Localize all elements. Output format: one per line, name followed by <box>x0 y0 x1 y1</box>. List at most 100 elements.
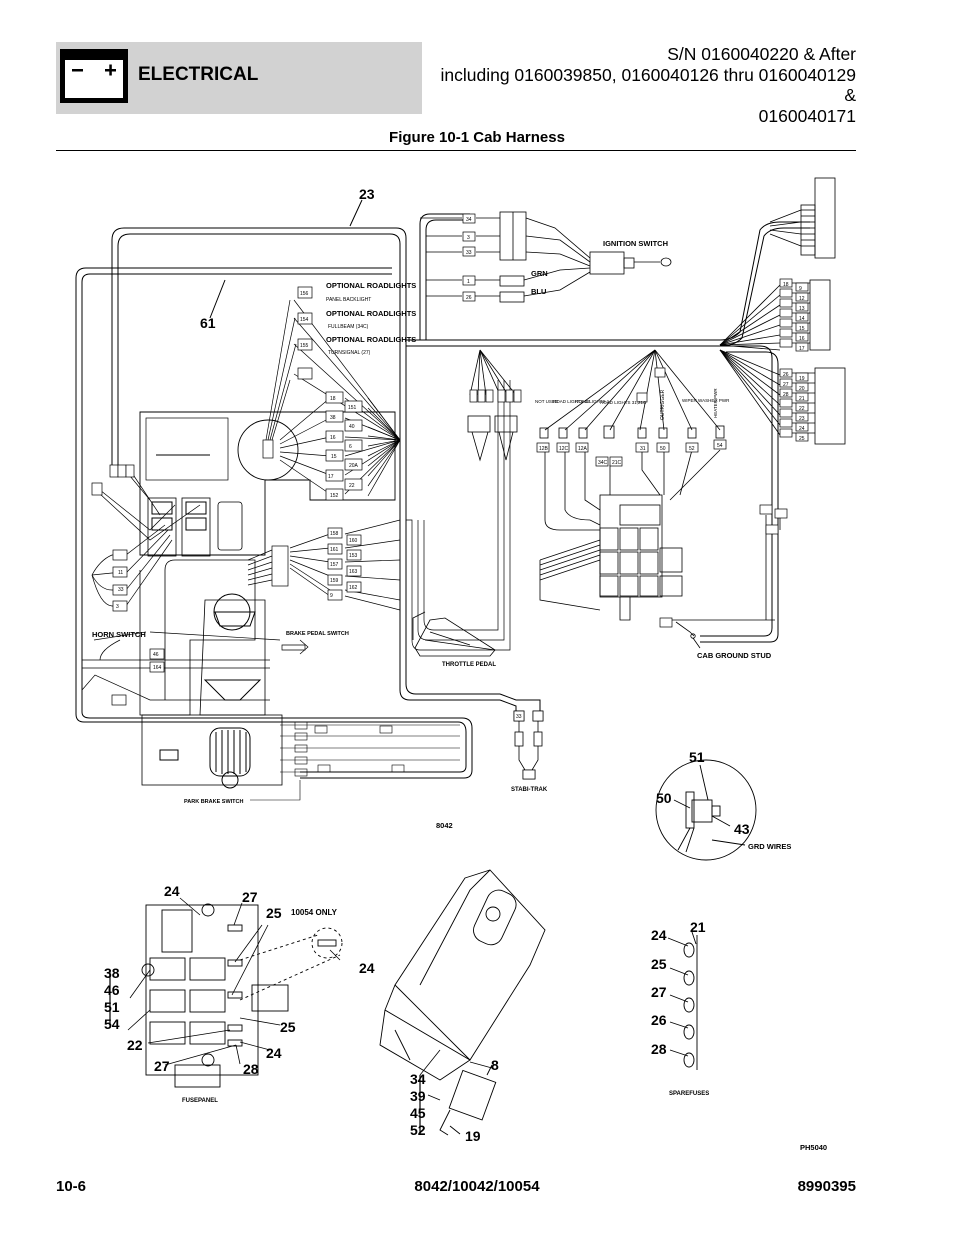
svg-text:51: 51 <box>104 999 120 1015</box>
road-lights-32-label: ROAD LIGHTS 32 <box>553 399 590 404</box>
svg-text:61: 61 <box>200 315 216 331</box>
optional-roadlights-2: OPTIONAL ROADLIGHTS <box>326 309 416 318</box>
svg-text:12: 12 <box>799 296 805 302</box>
svg-text:3: 3 <box>116 604 119 610</box>
header-rule <box>56 150 856 151</box>
serial-number-block: S/N 0160040220 & After including 0160039… <box>430 44 856 126</box>
photo-id-label: PH5040 <box>800 1143 827 1152</box>
svg-text:14: 14 <box>799 316 805 322</box>
svg-text:50: 50 <box>660 446 666 452</box>
blu-label: BLU <box>531 287 546 296</box>
svg-text:28: 28 <box>651 1041 667 1057</box>
svg-text:46: 46 <box>153 652 159 658</box>
svg-text:13: 13 <box>799 306 805 312</box>
svg-text:43: 43 <box>734 821 750 837</box>
svg-text:16: 16 <box>799 336 805 342</box>
svg-text:23: 23 <box>359 186 375 202</box>
svg-text:9: 9 <box>330 593 333 599</box>
fuse-callout-leaders <box>127 897 341 1066</box>
svg-text:54: 54 <box>717 443 723 449</box>
svg-text:22: 22 <box>127 1037 143 1053</box>
battery-icon <box>60 49 128 103</box>
svg-text:33: 33 <box>516 714 522 720</box>
svg-text:19: 19 <box>799 376 805 382</box>
svg-text:52: 52 <box>689 446 695 452</box>
park-brake-switch-label: PARK BRAKE SWITCH <box>184 799 244 805</box>
svg-text:164: 164 <box>153 665 162 671</box>
svg-text:155: 155 <box>300 343 309 349</box>
grd-wires-label: GRD WIRES <box>748 842 791 851</box>
wire-tags <box>91 213 809 780</box>
throttle-pedal <box>412 611 496 657</box>
left-side-wiring <box>81 469 309 701</box>
wiper-washer-label: WIPER WASHER PWR <box>682 398 730 403</box>
svg-text:21: 21 <box>799 396 805 402</box>
svg-text:33: 33 <box>466 250 472 256</box>
svg-text:27: 27 <box>651 984 667 1000</box>
outrigger-label: OUTRIGGER <box>660 389 666 420</box>
svg-text:25: 25 <box>799 436 805 442</box>
wire-tag-text: 156 154 155 18 151 38 40 16 6 15 20A 17 … <box>116 217 805 720</box>
stabi-trak-label: STABI-TRAK <box>511 787 548 793</box>
svg-text:24: 24 <box>164 883 180 899</box>
svg-text:23: 23 <box>799 416 805 422</box>
diagram-labels: IGNITION SWITCH GRN BLU OPTIONAL ROADLIG… <box>92 239 827 1152</box>
svg-text:3: 3 <box>467 235 470 241</box>
svg-text:54: 54 <box>104 1016 120 1032</box>
ignition-switch-label: IGNITION SWITCH <box>603 239 668 248</box>
svg-text:46: 46 <box>104 982 120 998</box>
svg-text:27: 27 <box>154 1058 170 1074</box>
svg-text:163: 163 <box>349 569 358 575</box>
svg-text:28: 28 <box>783 392 789 398</box>
svg-text:40: 40 <box>349 424 355 430</box>
svg-text:12B: 12B <box>539 446 549 452</box>
svg-text:151: 151 <box>348 405 357 411</box>
svg-text:20: 20 <box>799 386 805 392</box>
svg-text:28: 28 <box>243 1061 259 1077</box>
svg-text:45: 45 <box>410 1105 426 1121</box>
svg-text:24: 24 <box>799 426 805 432</box>
svg-text:24: 24 <box>651 927 667 943</box>
svg-text:51: 51 <box>689 749 705 765</box>
svg-text:26: 26 <box>783 372 789 378</box>
sparefuses-label: SPAREFUSES <box>669 1091 709 1097</box>
svg-text:21C: 21C <box>612 460 622 466</box>
svg-text:158: 158 <box>330 531 339 537</box>
throttle-pedal-label: THROTTLE PEDAL <box>442 662 496 668</box>
svg-text:6: 6 <box>349 444 352 450</box>
ground-stud <box>690 633 701 649</box>
ground-detail <box>655 759 757 861</box>
svg-text:33: 33 <box>118 587 124 593</box>
svg-text:19: 19 <box>465 1128 481 1144</box>
svg-text:17: 17 <box>799 346 805 352</box>
svg-text:18: 18 <box>330 396 336 402</box>
svg-text:160: 160 <box>349 538 358 544</box>
svg-text:12A: 12A <box>578 446 588 452</box>
svg-text:162: 162 <box>349 585 358 591</box>
svg-text:8: 8 <box>491 1057 499 1073</box>
top-connectors <box>420 211 672 303</box>
svg-text:25: 25 <box>651 956 667 972</box>
svg-text:31: 31 <box>640 446 646 452</box>
svg-text:39: 39 <box>410 1088 426 1104</box>
svg-text:27: 27 <box>783 382 789 388</box>
svg-text:34: 34 <box>466 217 472 223</box>
svg-text:12C: 12C <box>559 446 569 452</box>
svg-text:24: 24 <box>359 960 375 976</box>
svg-text:26: 26 <box>466 295 472 301</box>
svg-text:159: 159 <box>330 578 339 584</box>
svg-text:154: 154 <box>300 317 309 323</box>
svg-text:9: 9 <box>799 286 802 292</box>
not-used-label: NOT USED <box>535 399 559 404</box>
svg-text:22: 22 <box>349 483 355 489</box>
fullbeam-label: FULLBEAM (34C) <box>328 324 369 330</box>
svg-text:38: 38 <box>330 415 336 421</box>
brake-pedal-switch-label: BRAKE PEDAL SWITCH <box>286 631 349 637</box>
optional-roadlights-3: OPTIONAL ROADLIGHTS <box>326 335 416 344</box>
svg-text:152: 152 <box>330 493 339 499</box>
serial-line-3: 0160040171 <box>758 105 856 126</box>
model-numbers: 8042/10042/10054 <box>414 1178 540 1195</box>
svg-text:1: 1 <box>467 279 470 285</box>
serial-line-2: including 0160039850, 0160040126 thru 01… <box>440 64 856 106</box>
